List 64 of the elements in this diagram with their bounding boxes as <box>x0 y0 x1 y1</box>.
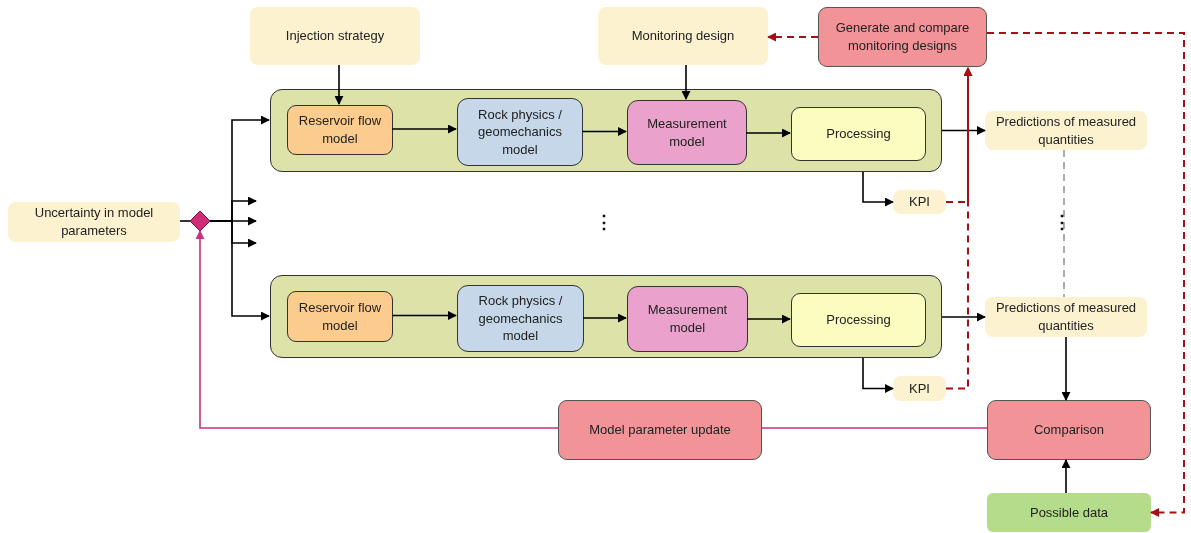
node-label: Injection strategy <box>285 27 385 45</box>
arrow <box>195 230 559 429</box>
node-label: Generate and compare monitoring designs <box>834 19 971 55</box>
process-box <box>985 111 1147 150</box>
process-box <box>287 291 393 342</box>
node-label: Processing <box>826 125 891 143</box>
arrow <box>862 357 894 393</box>
node-label: Predictions of measured quantities <box>994 112 1138 149</box>
node-label: Measurement model <box>646 114 728 151</box>
process-box <box>457 285 584 352</box>
process-box <box>987 493 1151 532</box>
process-box <box>250 7 420 65</box>
arrow <box>941 126 986 135</box>
process-box <box>893 376 946 401</box>
process-box <box>457 98 583 166</box>
node-label: Rock physics / geomechanics model <box>477 105 563 159</box>
process-box <box>893 190 946 214</box>
arrow <box>581 127 627 136</box>
node-label: Reservoir flow model <box>297 298 383 335</box>
node-label: Measurement model <box>646 301 729 337</box>
node-label: Reservoir flow model <box>297 112 383 148</box>
node-label: Possible data <box>1029 503 1109 522</box>
arrow <box>767 32 819 42</box>
connector-line <box>761 427 988 429</box>
arrow <box>209 220 270 321</box>
process-box <box>791 293 926 347</box>
panel <box>270 275 942 358</box>
arrow <box>1061 459 1071 494</box>
arrow <box>334 64 344 105</box>
panel <box>270 89 942 172</box>
arrow <box>941 312 986 322</box>
node-label: Predictions of measured quantities <box>994 299 1138 335</box>
arrow <box>945 67 973 390</box>
node-label: KPI <box>909 379 930 398</box>
connector-line <box>1063 149 1065 298</box>
process-box <box>627 100 747 165</box>
process-box <box>627 286 748 352</box>
connector-line <box>179 220 191 222</box>
arrow <box>862 171 894 207</box>
arrow <box>582 313 627 323</box>
node-label: Uncertainty in model parameters <box>33 204 155 240</box>
node-label: KPI <box>909 193 930 211</box>
process-box <box>985 297 1147 337</box>
process-box <box>598 7 768 65</box>
ellipsis-mark: ⋮ <box>595 213 613 231</box>
arrow <box>681 64 691 100</box>
node-label: Monitoring design <box>631 27 735 45</box>
arrow <box>1061 336 1071 401</box>
node-label: Rock physics / geomechanics model <box>477 292 564 345</box>
arrow <box>745 128 791 138</box>
process-box <box>987 400 1151 460</box>
arrow <box>746 314 791 324</box>
process-box <box>791 107 926 161</box>
process-box <box>8 202 180 242</box>
arrow <box>391 124 457 134</box>
node-label: Processing <box>826 311 891 329</box>
node-label: Model parameter update <box>589 421 731 439</box>
process-box <box>558 400 762 460</box>
arrow <box>391 311 457 320</box>
ellipsis-mark: ⋮ <box>1053 213 1071 231</box>
process-box <box>818 7 987 67</box>
process-box <box>287 105 393 155</box>
node-label: Comparison <box>1033 421 1105 439</box>
arrow <box>986 32 1185 517</box>
